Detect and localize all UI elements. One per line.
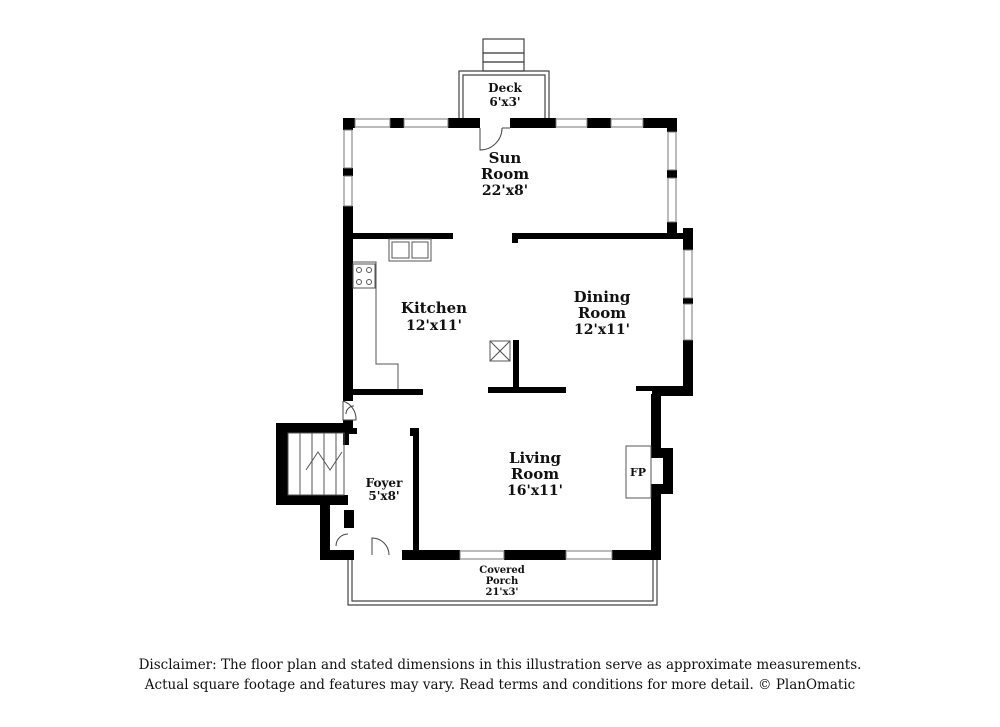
foyer-label: Foyer xyxy=(366,476,403,490)
covered-porch-label-2: Porch xyxy=(486,576,519,587)
foyer-dims: 5'x8' xyxy=(368,489,399,503)
kitchen-dims: 12'x11' xyxy=(406,318,462,334)
disclaimer-line-1: Disclaimer: The floor plan and stated di… xyxy=(138,657,862,673)
covered-porch-label: Covered xyxy=(479,565,524,576)
deck xyxy=(458,38,550,119)
covered-porch-outline xyxy=(347,555,658,606)
fireplace-label: FP xyxy=(630,466,646,479)
disclaimer-line-2: Actual square footage and features may v… xyxy=(144,677,856,693)
sun-room-label: Sun xyxy=(489,149,522,167)
floor-plan: Deck 6'x3' Sun Room 22'x8' Kitchen 12'x1… xyxy=(276,38,693,606)
dining-room-dims: 12'x11' xyxy=(574,322,630,338)
living-room-dims: 16'x11' xyxy=(507,483,563,499)
fireplace xyxy=(625,445,652,499)
deck-dims: 6'x3' xyxy=(489,95,520,109)
living-room-label-2: Room xyxy=(511,465,559,483)
covered-porch-dims: 21'x3' xyxy=(486,587,519,598)
windows xyxy=(343,118,693,560)
dining-room-label: Dining xyxy=(574,288,631,306)
kitchen-counters xyxy=(352,238,511,389)
kitchen-label: Kitchen xyxy=(401,299,467,317)
doors xyxy=(335,127,510,556)
sun-room-dims: 22'x8' xyxy=(482,183,528,199)
stairs xyxy=(287,432,345,496)
sun-room-label-2: Room xyxy=(481,165,529,183)
deck-label: Deck xyxy=(488,81,522,95)
walls xyxy=(276,118,693,560)
living-room-label: Living xyxy=(509,449,562,467)
dining-room-label-2: Room xyxy=(578,304,626,322)
